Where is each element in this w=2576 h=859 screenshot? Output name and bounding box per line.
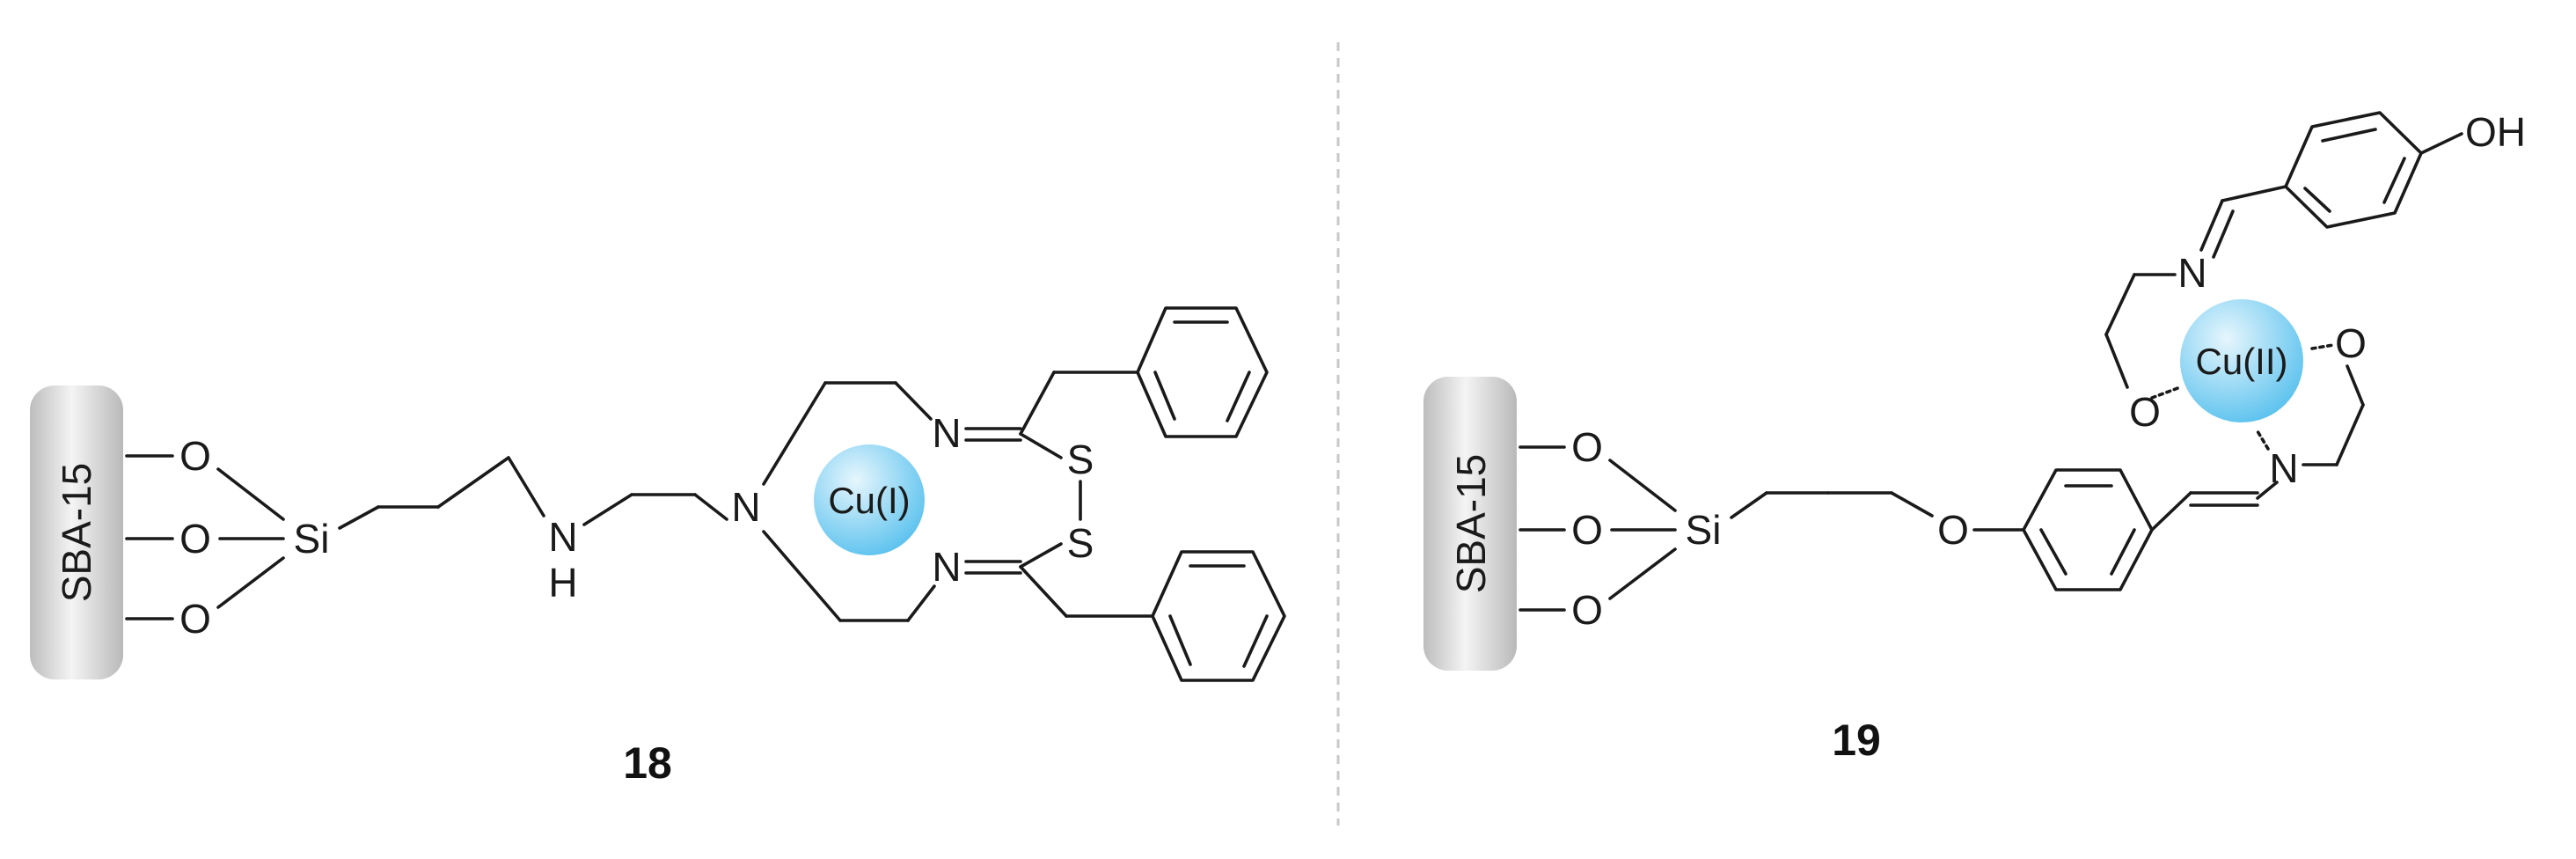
oxygen-atom-18-1: O [179,433,211,479]
amine-hydrogen-18: H [548,560,577,606]
bonds-19 [1519,132,2463,612]
oxygen-atom-19-2: O [1571,507,1603,553]
sulfur-atom-18-upper: S [1067,437,1094,482]
structure-18: SBA-15 [30,306,1286,788]
metal-center-19: Cu(II) [2180,299,2303,422]
compound-label-18: 18 [623,738,672,788]
oxygen-atom-19-left: O [2129,389,2161,435]
atoms-19: O O O Si O N N O O OH [1571,109,2526,633]
silicon-atom-19: Si [1686,507,1722,553]
oxygen-atom-18-2: O [179,516,211,562]
oxygen-atom-19-1: O [1571,424,1603,470]
structure-19: SBA-15 [1423,109,2526,765]
ether-oxygen-19: O [1937,507,1969,553]
sba15-support-18: SBA-15 [30,385,123,679]
phenyl-ring-18-upper [1136,306,1269,438]
phenyl-ring-19-middle [2022,468,2154,591]
support-label-19: SBA-15 [1448,454,1494,594]
oxygen-atom-19-3: O [1571,587,1603,633]
oxygen-atom-18-3: O [179,596,211,642]
oxygen-atom-19-right: O [2335,320,2367,366]
compound-label-19: 19 [1832,716,1881,765]
amine-nitrogen-18: N [548,514,577,560]
phenyl-ring-19-upper [2284,111,2423,229]
imine-nitrogen-18-lower: N [932,544,961,590]
phenyl-ring-18-lower [1151,550,1286,682]
imine-nitrogen-19-lower: N [2269,445,2298,491]
imine-nitrogen-18-upper: N [932,410,961,456]
sba15-support-19: SBA-15 [1423,377,1517,671]
bonds-18 [125,371,1154,622]
support-label-18: SBA-15 [54,463,99,603]
metal-label-19: Cu(II) [2196,341,2288,382]
tertiary-nitrogen-18: N [731,484,760,530]
silicon-atom-18: Si [294,516,330,562]
imine-nitrogen-19-upper: N [2177,250,2206,296]
metal-label-18: Cu(I) [828,480,910,521]
metal-center-18: Cu(I) [814,444,925,555]
atoms-18: O O O Si N H N N N S S [179,410,1094,642]
hydroxyl-group-19: OH [2465,109,2526,155]
sulfur-atom-18-lower: S [1067,520,1094,566]
